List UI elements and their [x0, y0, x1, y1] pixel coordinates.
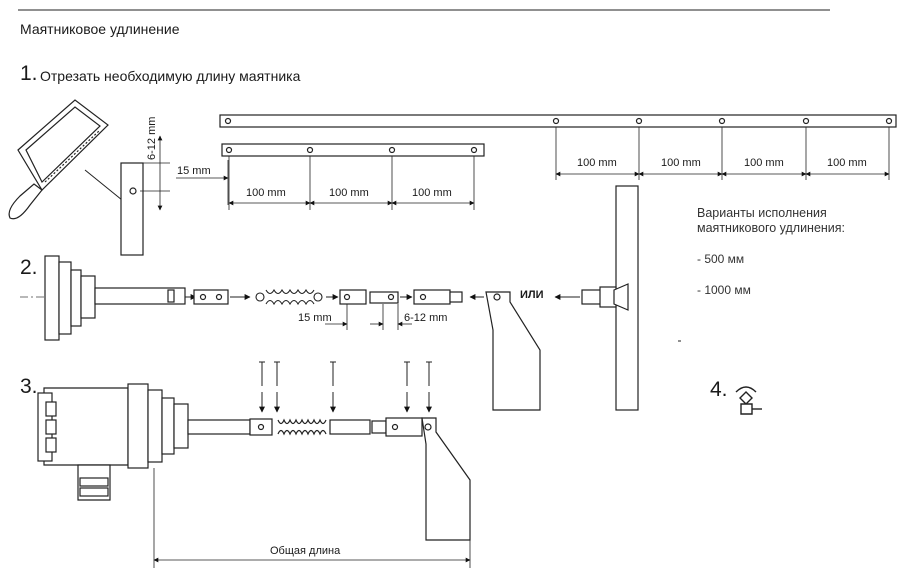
wrench-tighten-icon: [735, 386, 762, 415]
step-4-number: 4.: [710, 378, 728, 401]
coupling-piece-3: [413, 289, 463, 305]
pendulum-bar-long: [219, 114, 897, 128]
variants-heading-line2: маятникового удлинения:: [697, 221, 846, 235]
t-pendulum: [581, 185, 639, 411]
dim-spacing-6: 100 mm: [744, 157, 784, 169]
leader-line: [84, 169, 123, 201]
dim-total-length: Общая длина: [270, 545, 341, 557]
pendulum-bar-short: [221, 143, 485, 157]
step-3-number: 3.: [20, 375, 38, 398]
spring-coupling: [255, 288, 323, 306]
dim-offset: 15 mm: [177, 165, 211, 177]
dim-spacing-4: 100 mm: [577, 157, 617, 169]
dim-cut-range-2: 6-12 mm: [404, 312, 448, 324]
assembled-coupling: [249, 417, 471, 541]
sensor-flange-side: [44, 255, 186, 341]
pendulum-rod-cut: [120, 162, 144, 256]
or-label: ИЛИ: [520, 289, 544, 301]
hacksaw-icon: [8, 99, 109, 220]
sensor-housing: [37, 383, 251, 501]
variant-option-1000: - 1000 мм: [697, 283, 751, 297]
variants-heading-line1: Варианты исполнения: [697, 206, 827, 220]
dim-spacing-5: 100 mm: [661, 157, 701, 169]
page-title: Маятниковое удлинение: [20, 21, 180, 37]
variants-heading: Варианты исполнения маятникового удлинен…: [697, 206, 845, 236]
dim-cut-range: 6-12 mm: [146, 116, 158, 160]
dim-offset-2: 15 mm: [298, 312, 332, 324]
dim-spacing-3: 100 mm: [412, 187, 452, 199]
screws: [259, 361, 432, 386]
dim-spacing-1: 100 mm: [246, 187, 286, 199]
dim-spacing-7: 100 mm: [827, 157, 867, 169]
step-1-number: 1.: [20, 62, 38, 85]
variant-option-500: - 500 мм: [697, 252, 745, 266]
step-1-text: Отрезать необходимую длину маятника: [40, 68, 301, 84]
paddle-blade: [485, 291, 541, 411]
coupling-piece-2: [339, 289, 399, 305]
coupling-piece: [193, 289, 229, 305]
dim-spacing-2: 100 mm: [329, 187, 369, 199]
step-2-number: 2.: [20, 256, 38, 279]
